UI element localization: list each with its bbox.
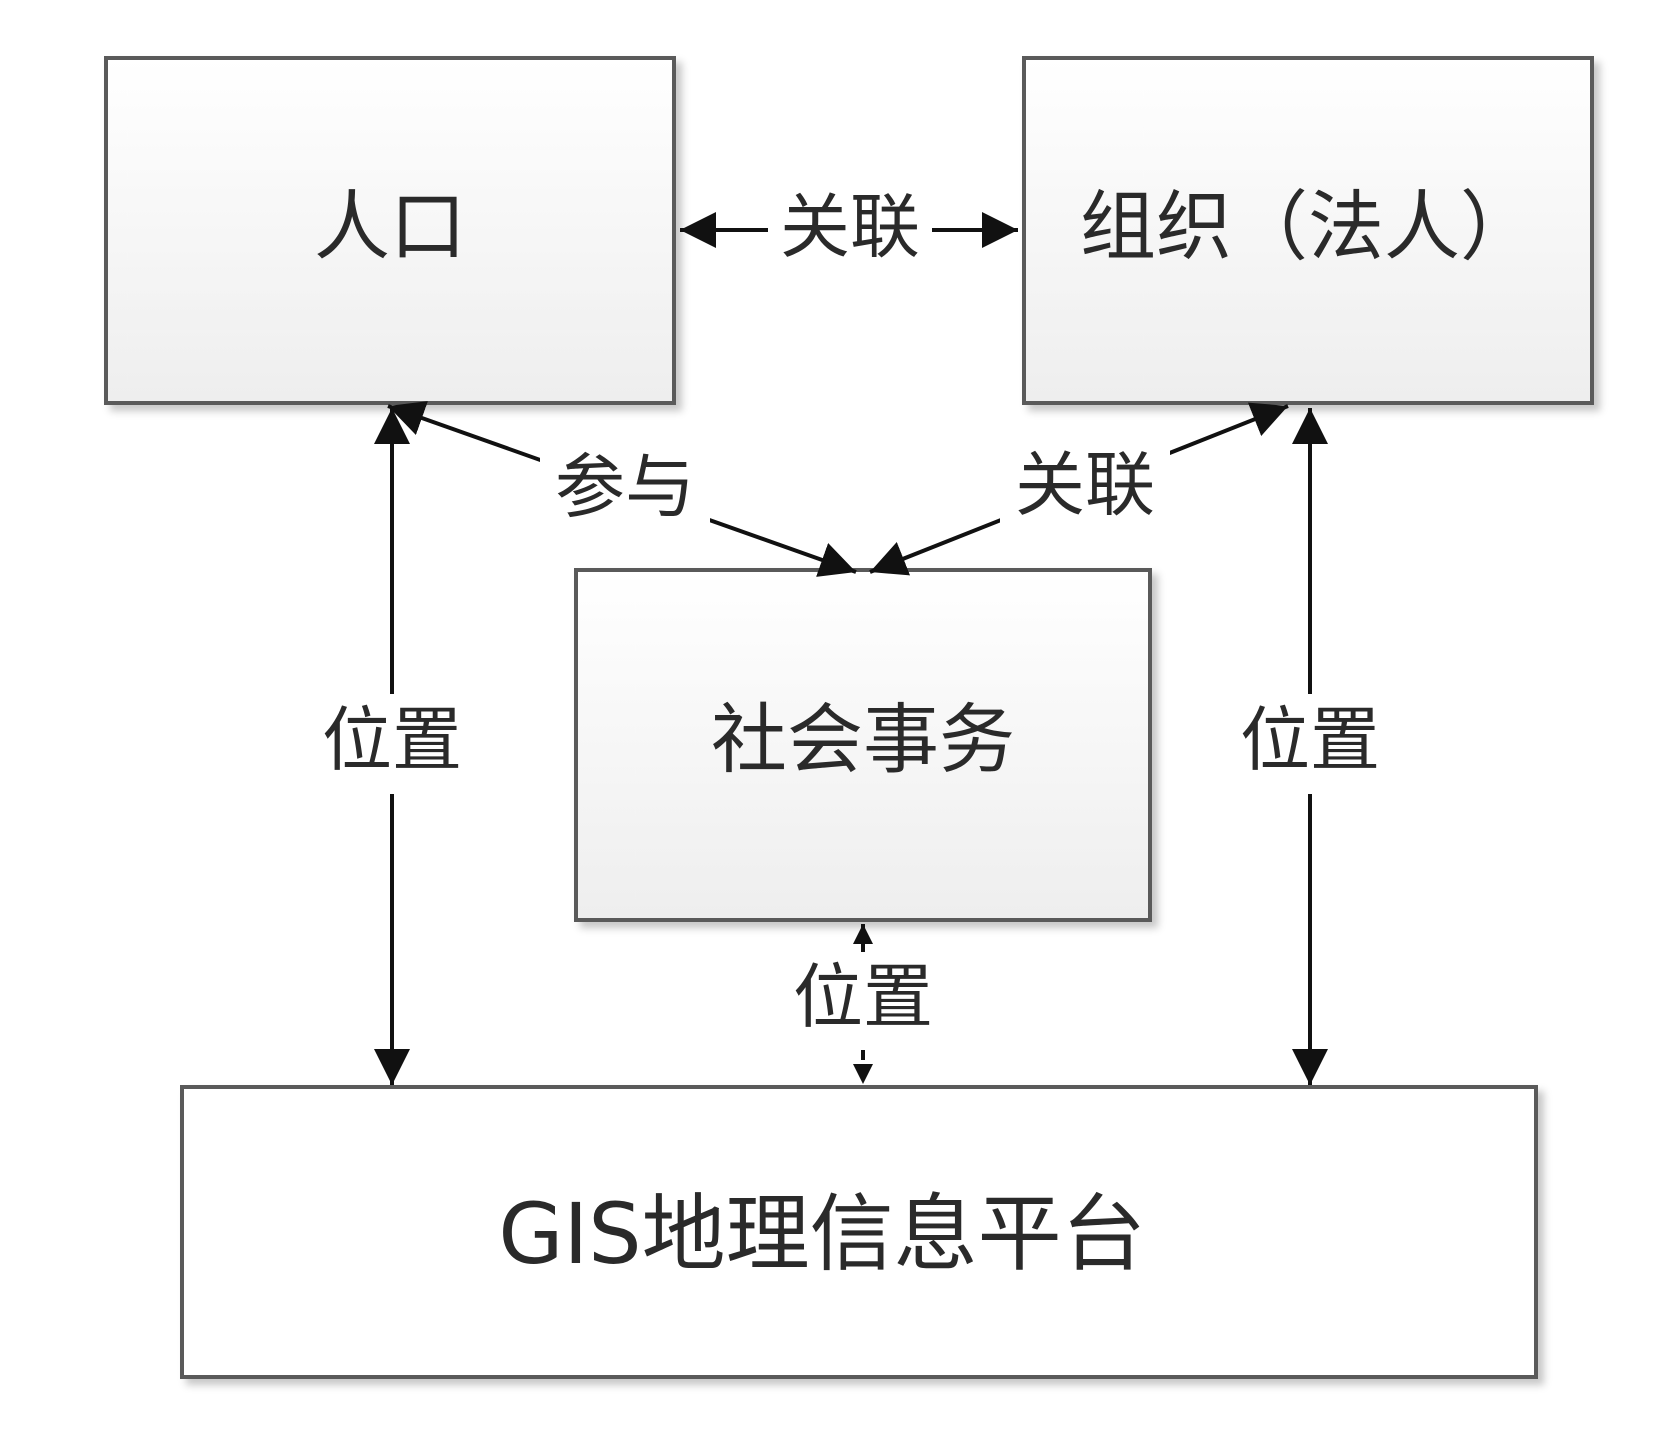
edge-organization-social: 关联 xyxy=(869,402,1289,576)
node-social-affairs-label: 社会事务 xyxy=(711,695,1015,784)
edge-population-social-label: 参与 xyxy=(555,446,695,528)
edge-population-organization-label: 关联 xyxy=(780,186,920,268)
node-social-affairs: 社会事务 xyxy=(574,568,1152,922)
node-population-box xyxy=(104,56,676,405)
node-population: 人口 xyxy=(104,56,676,405)
edge-population-organization: 关联 xyxy=(680,186,1018,272)
node-organization-box xyxy=(1022,56,1594,405)
edge-organization-gis-label: 位置 xyxy=(1240,699,1380,781)
edge-population-gis-label: 位置 xyxy=(322,699,462,781)
edge-social-gis: 位置 xyxy=(778,924,950,1084)
edge-organization-gis: 位置 xyxy=(1224,408,1396,1085)
edge-social-gis-label: 位置 xyxy=(793,956,933,1038)
node-organization: 组织（法人） xyxy=(1022,56,1594,405)
node-population-label: 人口 xyxy=(314,182,466,271)
node-organization-label: 组织（法人） xyxy=(1080,182,1536,271)
node-social-affairs-box xyxy=(574,568,1152,922)
edge-population-social: 参与 xyxy=(387,401,857,577)
edge-organization-social-label: 关联 xyxy=(1015,444,1155,526)
node-gis-platform-box xyxy=(180,1085,1538,1379)
node-gis-platform-label: GIS地理信息平台 xyxy=(498,1185,1145,1283)
edge-population-gis: 位置 xyxy=(306,408,478,1085)
node-gis-platform: GIS地理信息平台 xyxy=(180,1085,1538,1379)
